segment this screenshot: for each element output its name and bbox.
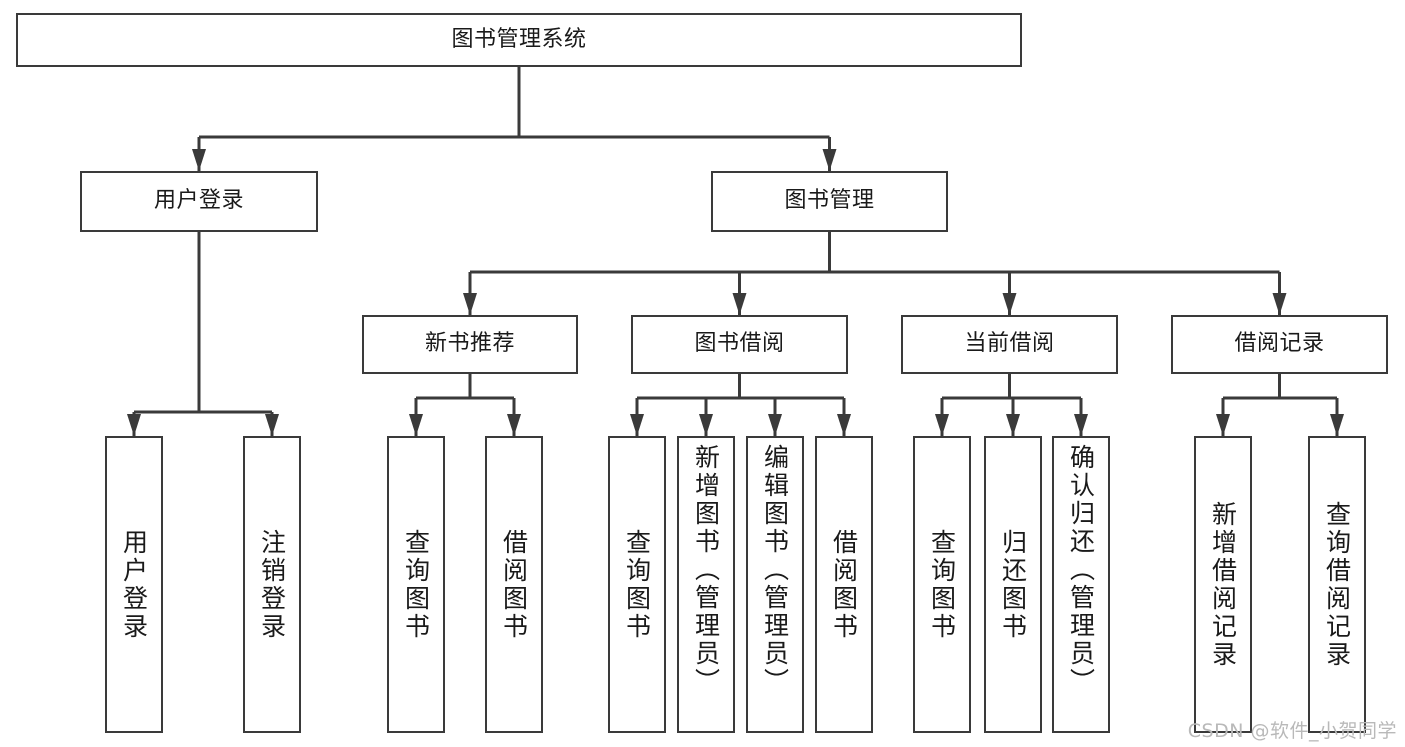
arrowhead-icon <box>732 293 747 315</box>
arrowhead-icon <box>1006 414 1020 436</box>
node-label: 查询图书 <box>927 528 957 641</box>
node-label: 新增图书（管理员） <box>691 444 721 696</box>
node-leaf-return-book[interactable]: 归还图书 <box>984 436 1042 733</box>
arrowhead-icon <box>630 414 644 436</box>
node-label: 用户登录 <box>153 188 244 214</box>
node-leaf-borrow-book-2[interactable]: 借阅图书 <box>815 436 873 733</box>
node-label: 图书管理系统 <box>451 26 587 52</box>
arrowhead-icon <box>1216 414 1230 436</box>
node-label: 当前借阅 <box>964 331 1055 357</box>
node-label: 归还图书 <box>998 528 1028 641</box>
node-borrow-record[interactable]: 借阅记录 <box>1171 315 1388 374</box>
node-leaf-query-book-1[interactable]: 查询图书 <box>387 436 445 733</box>
node-leaf-add-record[interactable]: 新增借阅记录 <box>1194 436 1252 733</box>
node-leaf-user-login[interactable]: 用户登录 <box>105 436 163 733</box>
node-label: 图书借阅 <box>694 331 785 357</box>
node-leaf-query-book-2[interactable]: 查询图书 <box>608 436 666 733</box>
arrowhead-icon <box>1002 293 1017 315</box>
arrowhead-icon <box>1074 414 1088 436</box>
node-label: 借阅记录 <box>1234 331 1325 357</box>
node-label: 编辑图书（管理员） <box>760 444 790 696</box>
node-label: 图书管理 <box>784 188 875 214</box>
arrowhead-icon <box>837 414 851 436</box>
node-label: 新书推荐 <box>424 331 515 357</box>
node-label: 借阅图书 <box>499 528 529 641</box>
node-user-login[interactable]: 用户登录 <box>80 171 318 232</box>
node-root[interactable]: 图书管理系统 <box>16 13 1022 67</box>
node-new-book-rec[interactable]: 新书推荐 <box>362 315 578 374</box>
node-leaf-query-book-3[interactable]: 查询图书 <box>913 436 971 733</box>
arrowhead-icon <box>409 414 423 436</box>
arrowhead-icon <box>768 414 782 436</box>
node-book-manage[interactable]: 图书管理 <box>711 171 948 232</box>
node-label: 用户登录 <box>119 528 149 641</box>
node-label: 注销登录 <box>257 528 287 641</box>
arrowhead-icon <box>822 149 837 171</box>
arrowhead-icon <box>192 149 206 171</box>
node-label: 新增借阅记录 <box>1208 500 1238 669</box>
node-label: 查询图书 <box>401 528 431 641</box>
node-label: 查询借阅记录 <box>1322 500 1352 669</box>
arrowhead-icon <box>1272 293 1287 315</box>
arrowhead-icon <box>1330 414 1344 436</box>
node-book-borrow[interactable]: 图书借阅 <box>631 315 848 374</box>
node-leaf-edit-book[interactable]: 编辑图书（管理员） <box>746 436 804 733</box>
arrowhead-icon <box>127 414 141 436</box>
node-label: 借阅图书 <box>829 528 859 641</box>
arrowhead-icon <box>463 293 477 315</box>
node-current-borrow[interactable]: 当前借阅 <box>901 315 1118 374</box>
node-leaf-borrow-book-1[interactable]: 借阅图书 <box>485 436 543 733</box>
arrowhead-icon <box>935 414 949 436</box>
node-leaf-query-record[interactable]: 查询借阅记录 <box>1308 436 1366 733</box>
node-label: 确认归还（管理员） <box>1066 444 1096 696</box>
node-leaf-add-book[interactable]: 新增图书（管理员） <box>677 436 735 733</box>
node-leaf-confirm-ret[interactable]: 确认归还（管理员） <box>1052 436 1110 733</box>
node-label: 查询图书 <box>622 528 652 641</box>
node-leaf-logout[interactable]: 注销登录 <box>243 436 301 733</box>
arrowhead-icon <box>507 414 521 436</box>
arrowhead-icon <box>265 414 279 436</box>
arrowhead-icon <box>699 414 713 436</box>
